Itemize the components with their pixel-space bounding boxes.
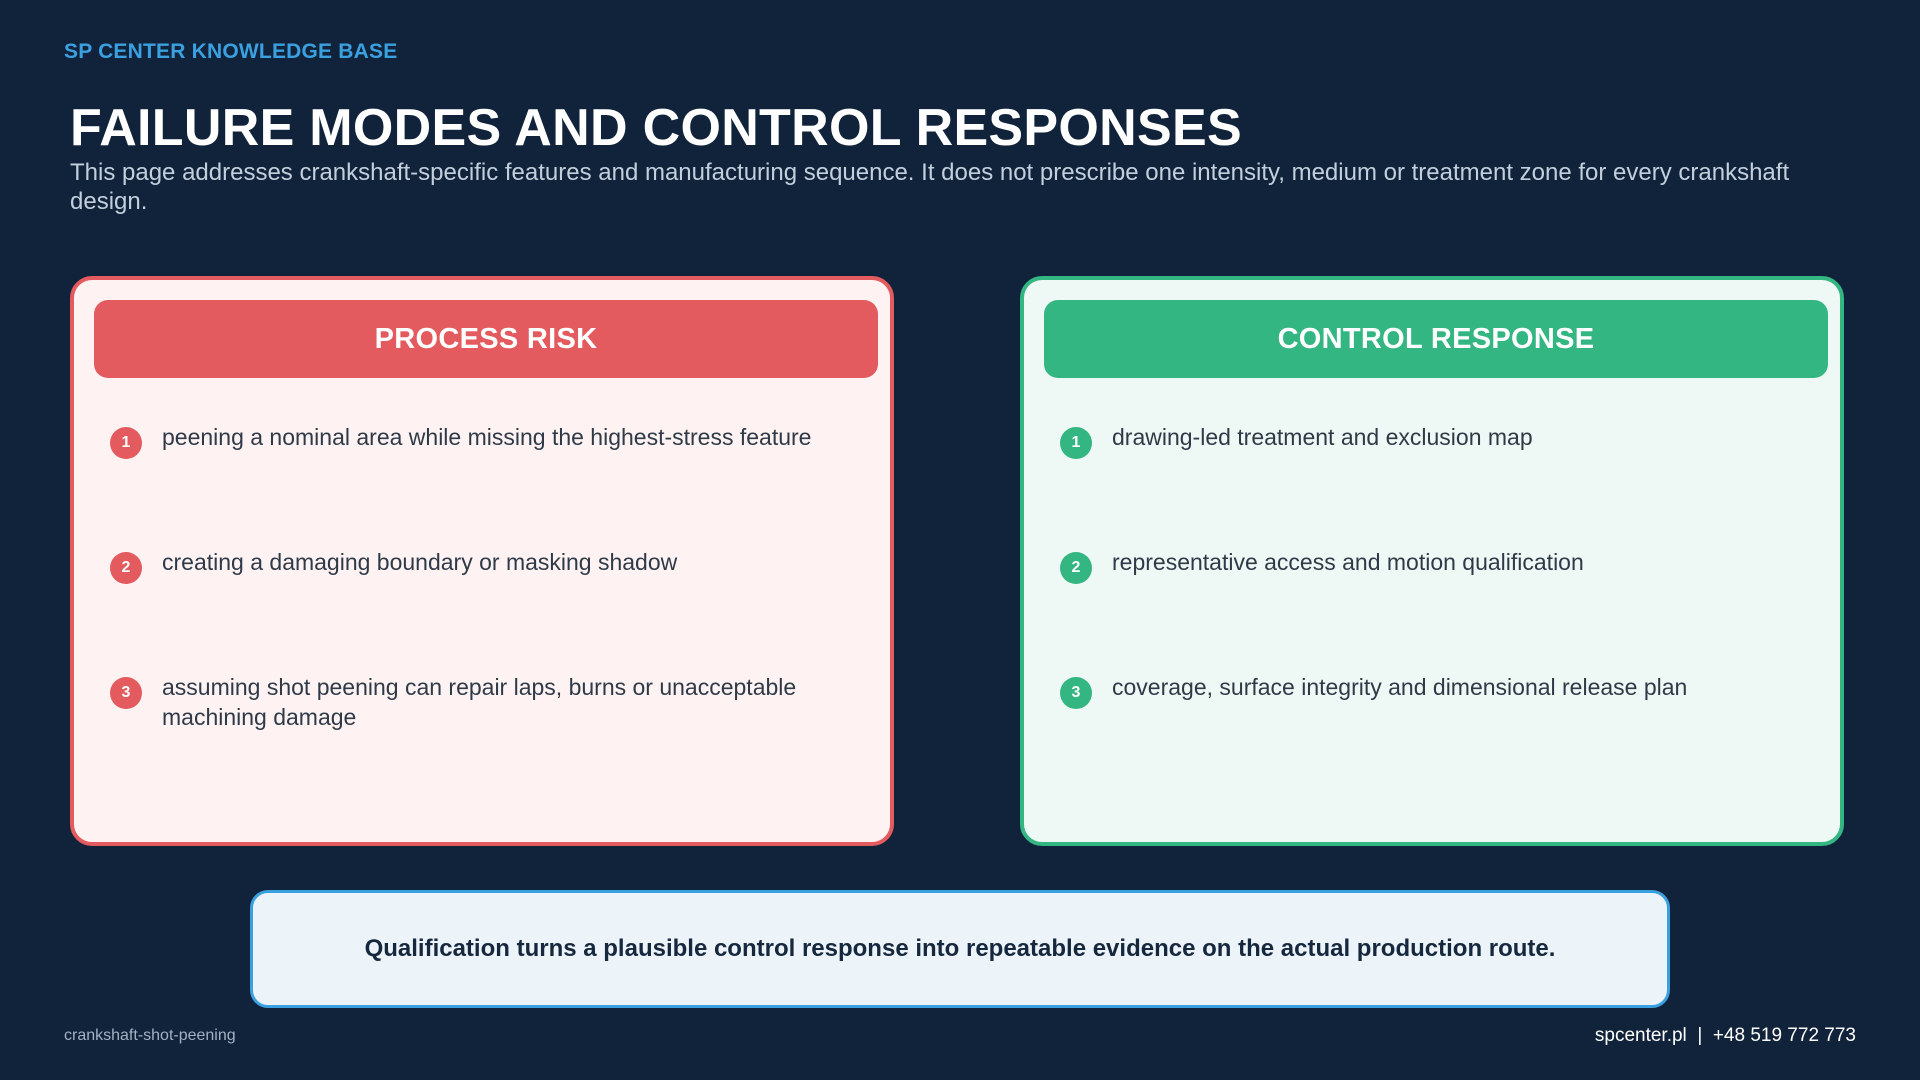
control-item-number-badge: 1: [1060, 427, 1092, 459]
control-item-text: representative access and motion qualifi…: [1112, 549, 1584, 575]
control-item: 2 representative access and motion quali…: [1060, 547, 1800, 584]
risk-item-text: creating a damaging boundary or masking …: [162, 549, 678, 575]
process-risk-panel: PROCESS RISK 1 peening a nominal area wh…: [70, 276, 894, 846]
risk-item-text: assuming shot peening can repair laps, b…: [162, 674, 797, 730]
risk-item-text: peening a nominal area while missing the…: [162, 424, 812, 450]
control-item: 1 drawing-led treatment and exclusion ma…: [1060, 422, 1800, 459]
footer-slug: crankshaft-shot-peening: [64, 1027, 236, 1044]
control-item-text: drawing-led treatment and exclusion map: [1112, 424, 1533, 450]
risk-item-number-badge: 2: [110, 552, 142, 584]
risk-item-number-badge: 1: [110, 427, 142, 459]
control-item-number-badge: 3: [1060, 677, 1092, 709]
control-item-number-badge: 2: [1060, 552, 1092, 584]
risk-item: 1 peening a nominal area while missing t…: [110, 422, 850, 459]
page-subtitle: This page addresses crankshaft-specific …: [70, 159, 1790, 215]
process-risk-heading: PROCESS RISK: [94, 300, 878, 378]
qualification-callout: Qualification turns a plausible control …: [250, 890, 1670, 1008]
control-response-panel: CONTROL RESPONSE 1 drawing-led treatment…: [1020, 276, 1844, 846]
page-title: FAILURE MODES AND CONTROL RESPONSES: [70, 99, 1242, 157]
risk-item: 2 creating a damaging boundary or maskin…: [110, 547, 850, 584]
control-response-heading: CONTROL RESPONSE: [1044, 300, 1828, 378]
control-item: 3 coverage, surface integrity and dimens…: [1060, 672, 1800, 709]
control-item-text: coverage, surface integrity and dimensio…: [1112, 674, 1688, 700]
knowledge-base-label: SP CENTER KNOWLEDGE BASE: [64, 40, 398, 63]
risk-item-number-badge: 3: [110, 677, 142, 709]
risk-item: 3 assuming shot peening can repair laps,…: [110, 672, 850, 732]
callout-text: Qualification turns a plausible control …: [364, 935, 1556, 962]
footer-contact: spcenter.pl | +48 519 772 773: [1594, 1025, 1856, 1046]
